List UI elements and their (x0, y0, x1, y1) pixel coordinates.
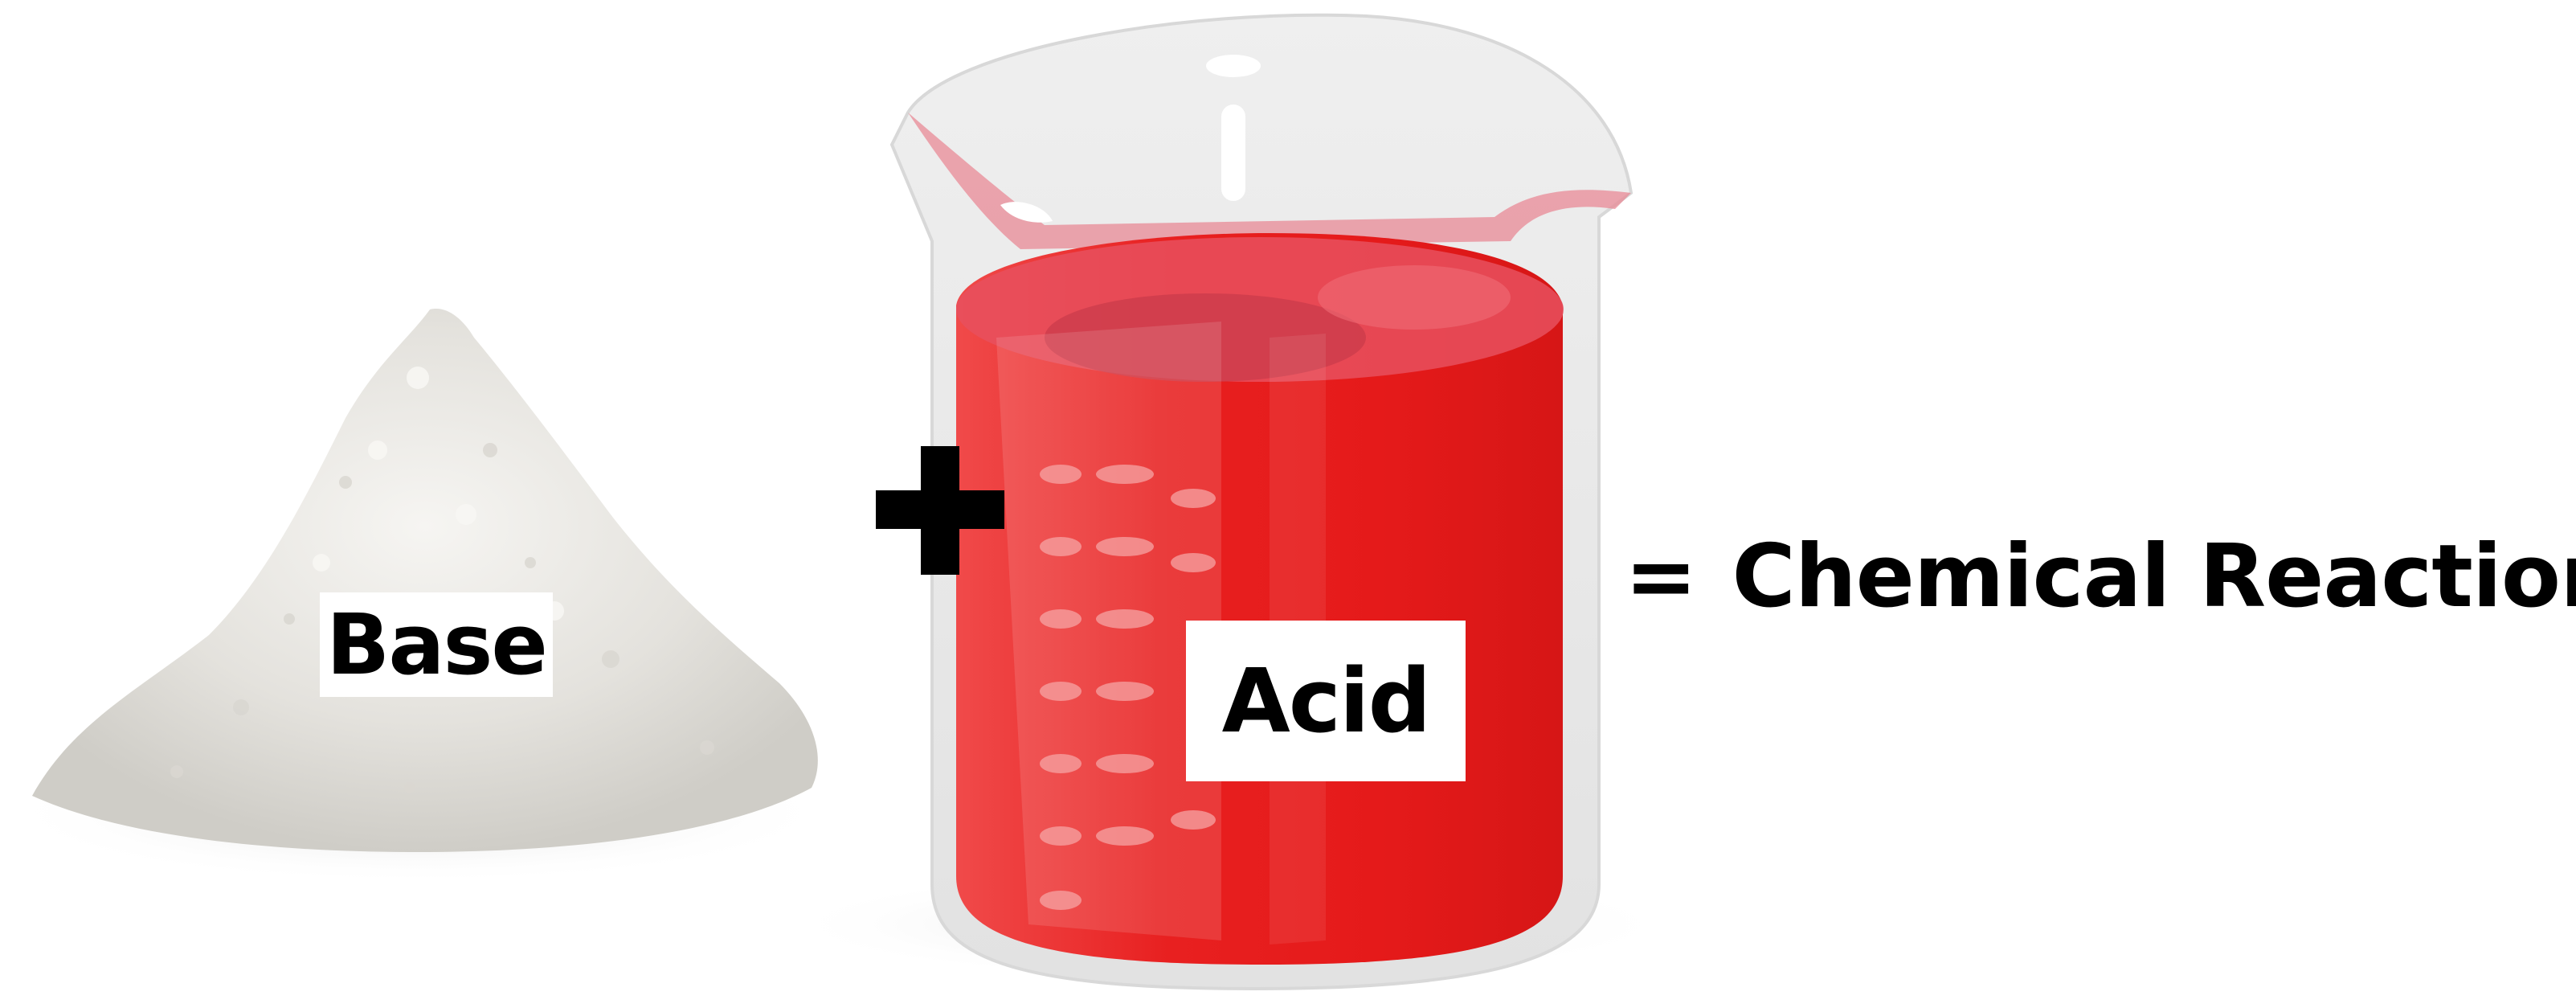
acid-label: Acid (1186, 621, 1466, 781)
result-label: Chemical Reaction (1732, 526, 2576, 627)
plus-icon-vertical-bar (921, 446, 959, 575)
result-equation: = Chemical Reaction (1625, 516, 2576, 637)
base-label: Base (320, 592, 553, 697)
equals-sign: = (1625, 526, 1697, 627)
powder-pile (0, 309, 836, 884)
plus-icon (876, 446, 1004, 575)
